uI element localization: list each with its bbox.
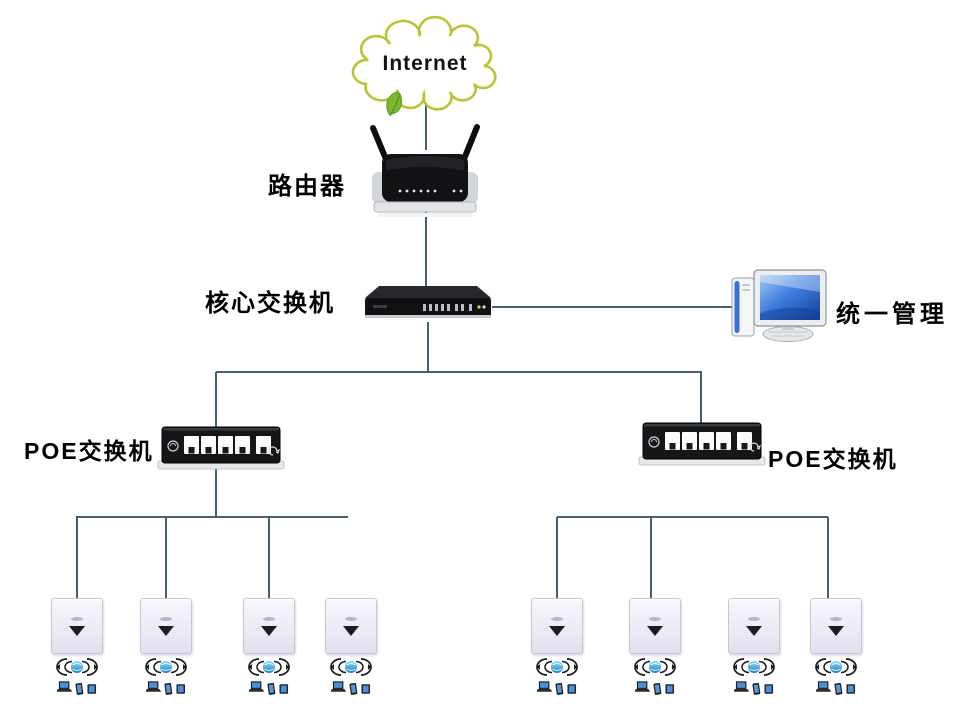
ap-arrow-icon [549, 625, 565, 636]
ap-arrow-icon [158, 625, 174, 636]
ap-faceplate [140, 598, 192, 654]
ap-logo [830, 616, 842, 621]
desktop-computer-icon [730, 268, 830, 343]
wall-ap-5 [531, 598, 583, 697]
ap-logo [551, 616, 563, 621]
rack-switch-icon [363, 284, 493, 324]
ap-arrow-icon [261, 625, 277, 636]
management-label: 统一管理 [836, 301, 948, 328]
ap-logo [263, 616, 275, 621]
ap-faceplate [531, 598, 583, 654]
client-devices-icon [331, 679, 371, 697]
wifi-signal-icon [534, 657, 580, 677]
ap-faceplate [243, 598, 295, 654]
ap-faceplate [325, 598, 377, 654]
client-devices-icon [734, 679, 774, 697]
ap-arrow-icon [828, 625, 844, 636]
ap-arrow-icon [746, 625, 762, 636]
wall-ap-2 [140, 598, 192, 697]
wifi-signal-icon [731, 657, 777, 677]
ap-faceplate [51, 598, 103, 654]
internet-label: Internet [382, 52, 468, 75]
client-devices-icon [146, 679, 186, 697]
wifi-signal-icon [54, 657, 100, 677]
ap-logo [160, 616, 172, 621]
ap-faceplate [810, 598, 862, 654]
client-devices-icon [635, 679, 675, 697]
wall-ap-4 [325, 598, 377, 697]
wall-ap-3 [243, 598, 295, 697]
ap-faceplate [629, 598, 681, 654]
poe-switch-left-icon [156, 424, 286, 470]
wifi-signal-icon [632, 657, 678, 677]
wifi-router-icon [360, 118, 490, 218]
wifi-signal-icon [246, 657, 292, 677]
client-devices-icon [57, 679, 97, 697]
wifi-signal-icon [813, 657, 859, 677]
wall-ap-8 [810, 598, 862, 697]
ap-arrow-icon [647, 625, 663, 636]
ap-logo [345, 616, 357, 621]
ap-arrow-icon [343, 625, 359, 636]
client-devices-icon [537, 679, 577, 697]
poe-left-label: POE交换机 [24, 438, 154, 464]
poe-right-label: POE交换机 [768, 446, 898, 472]
internet-cloud-icon [351, 15, 497, 117]
ap-logo [748, 616, 760, 621]
wall-ap-7 [728, 598, 780, 697]
wifi-signal-icon [328, 657, 374, 677]
ap-arrow-icon [69, 625, 85, 636]
wall-ap-1 [51, 598, 103, 697]
core-switch-label: 核心交换机 [205, 290, 335, 317]
ap-faceplate [728, 598, 780, 654]
poe-switch-right-icon [637, 420, 767, 466]
wall-ap-6 [629, 598, 681, 697]
client-devices-icon [816, 679, 856, 697]
leaf-icon [386, 91, 403, 115]
ap-logo [71, 616, 83, 621]
ap-logo [649, 616, 661, 621]
router-label: 路由器 [268, 173, 346, 200]
client-devices-icon [249, 679, 289, 697]
wifi-signal-icon [143, 657, 189, 677]
